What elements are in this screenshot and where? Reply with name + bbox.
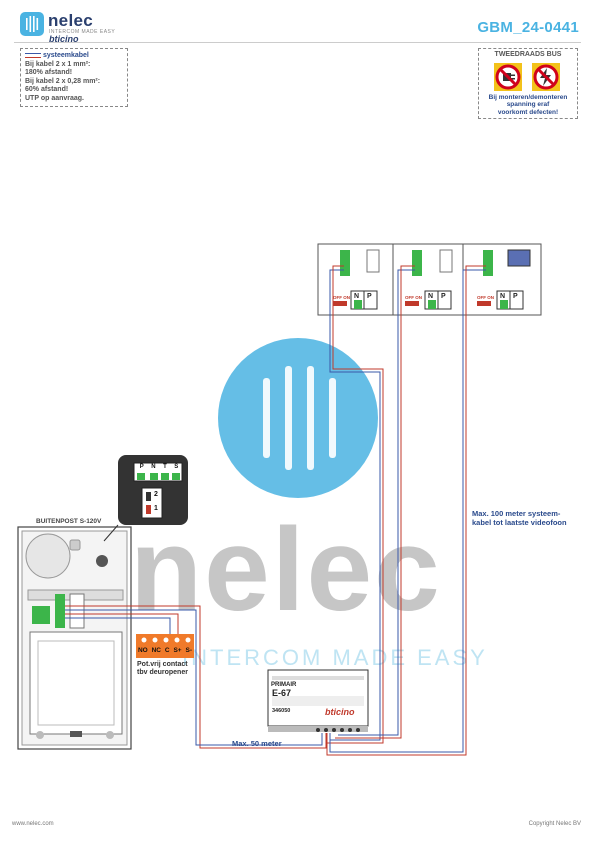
watermark-icon [218,338,378,498]
jumper-label-p: P [139,464,144,470]
door-wires [65,605,327,749]
footer-copyright: Copyright Nelec BV [528,821,581,827]
cable-note-line: UTP op aanvraag. [25,94,85,102]
monitor-3-switch-p: P [513,293,518,300]
monitor-2-switch-p: P [441,293,446,300]
cable-note-line: Bij kabel 2 x 0,28 mm²: [25,77,101,85]
relay-terminal-smin: S- [185,647,192,654]
monitor-2-switch-n: N [428,293,433,300]
warning-box: TWEEDRAADS BUS Bij monteren/demonteren s… [478,48,578,119]
monitor-3 [462,243,542,316]
monitor-1 [317,243,394,316]
watermark-tagline: INTERCOM MADE EASY [182,645,488,670]
logo-name: nelec [48,11,93,30]
relay-terminal-splus: S+ [173,647,182,654]
monitor-1-switch-p: P [367,293,372,300]
relay-terminal-c: C [164,647,170,654]
cable-note-line: 60% afstand! [25,86,69,93]
jumper-labels: P N T S [136,464,182,470]
warning-icons [494,62,560,91]
relay-caption: Pot.vrij contact tbv deuropener [137,661,188,677]
jumper-label-t: T [163,464,167,470]
no-lightning-icon [532,62,560,91]
cable-note-line: 180% afstand! [25,69,73,76]
header-divider [14,42,581,43]
max-100-label: Max. 100 meter systeem- kabel tot laatst… [472,509,567,527]
monitor-3-off-on: OFF ON [477,295,494,300]
bus-wires [326,265,486,756]
warning-line: voorkomt defecten! [497,108,559,116]
relay-caption-line: tbv deuropener [137,669,188,676]
dip-label-1: 1 [154,505,158,512]
jumper-callout [103,455,188,542]
nelec-logo-icon [20,12,44,36]
jumper-label-s: S [174,464,179,470]
cable-note-line: Bij kabel 2 x 1 mm²: [25,60,91,68]
relay-terminal-nc: NC [151,647,161,654]
no-plug-icon [494,62,522,91]
psu-article: 346050 [272,708,291,714]
psu-brand: bticino [325,707,355,717]
jumper-label-n: N [151,464,156,470]
door-station-panel [17,526,132,750]
door-station-label: BUITENPOST S-120V [36,518,102,525]
cable-note-title: systeemkabel [42,52,89,59]
psu-model: E-67 [272,688,292,698]
cable-note-box: systeemkabel Bij kabel 2 x 1 mm²: 180% a… [20,48,128,107]
footer-website[interactable]: www.nelec.com [12,821,54,827]
relay-block [136,634,194,658]
bticino-brand: bticino [49,34,79,44]
cable-legend-icon [25,52,41,58]
max-50-label: Max. 50 meter [232,739,282,748]
monitor-3-switch-n: N [500,293,505,300]
document-code: GBM_24-0441 [477,19,579,36]
psu-label-top: PRIMAIR [271,682,297,688]
relay-terminal-labels: NO NC C S+ S- [136,647,194,654]
monitor-1-switch-n: N [354,293,359,300]
warning-line: Bij monteren/demonteren [488,93,568,101]
monitor-1-off-on: OFF ON [333,295,350,300]
relay-terminal-no: NO [137,647,148,654]
relay-caption-line: Pot.vrij contact [137,661,188,668]
power-supply-e67 [267,669,369,732]
monitor-2-off-on: OFF ON [405,295,422,300]
logo-tagline: INTERCOM MADE EASY [49,29,116,35]
cable-note-title-row: systeemkabel [25,52,123,61]
max-100-line: Max. 100 meter systeem- [472,509,561,518]
dip-label-2: 2 [154,491,158,498]
warning-line: spanning eraf [506,101,550,108]
monitor-2 [392,243,464,316]
max-100-line: kabel tot laatste videofoon [472,518,567,527]
warning-title: TWEEDRAADS BUS [494,51,562,58]
